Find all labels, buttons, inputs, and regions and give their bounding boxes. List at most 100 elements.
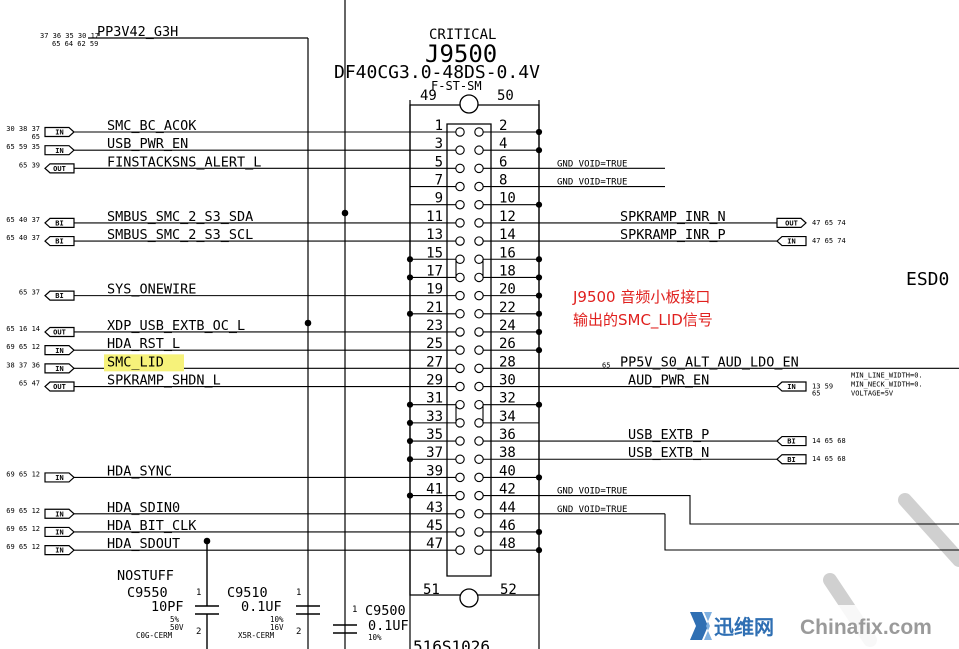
right-net-name: AUD_PWR_EN (628, 373, 709, 389)
pin-12-number: 12 (499, 209, 516, 225)
pin-35-junction (406, 437, 414, 445)
left-net-pages: 65 37 (19, 289, 40, 297)
right-net-prop: MIN_NECK_WIDTH=0. (851, 380, 923, 388)
cap-c9510-spec-1: 10% (270, 615, 284, 624)
net-3-flag-label: BI (55, 220, 63, 228)
net-13-flag-label: IN (55, 547, 63, 555)
pin-41-contact (456, 491, 464, 499)
pin-2-junction (535, 128, 543, 136)
pin-47-contact (456, 546, 464, 554)
pin-22-number: 22 (499, 300, 516, 316)
left-net-pages: 65 47 (19, 380, 40, 388)
right-net-prop: VOLTAGE=5V (851, 389, 894, 397)
mount-hole-top (460, 95, 478, 113)
mount-pin-49: 49 (420, 88, 437, 104)
pin-46-contact (475, 528, 483, 536)
pin-16-junction (535, 256, 543, 263)
pin-16-number: 16 (499, 245, 516, 261)
pin-20-junction (535, 292, 543, 299)
pin-33-contact (456, 419, 464, 427)
net-5-flag-icon (45, 291, 74, 300)
right-net-pin-44: GND_VOID=TRUE (539, 505, 959, 550)
left-net-pages: 38 37 36 (6, 361, 40, 369)
pin-40-number: 40 (499, 463, 516, 479)
left-net-pages: 69 65 12 (6, 343, 40, 351)
right-net-route (665, 514, 959, 550)
pin-48-junction (535, 547, 543, 554)
connector-part-number: DF40CG3.0-48DS-0.4V (334, 62, 540, 83)
mount-pin-51: 51 (423, 582, 440, 598)
top-power-net: 37 36 35 30 17 65 64 62 59 PP3V42_G3H (40, 24, 308, 48)
left-net-name: HDA_SDOUT (107, 536, 180, 552)
pin-25-contact (456, 346, 464, 354)
pin-38-number: 38 (499, 445, 516, 461)
junctions (203, 209, 349, 545)
right-net-pre-page: 65 (602, 361, 610, 369)
net-8-flag-label: IN (55, 365, 63, 373)
right-net-prop: MIN_LINE_WIDTH=0. (851, 371, 923, 379)
cap-c9550-pin1: 1 (196, 588, 201, 598)
pin-33-number: 33 (426, 409, 443, 425)
pin-23-contact (456, 328, 464, 336)
cap-c9500-ref: C9500 (365, 603, 406, 619)
cap-c9500-value: 0.1UF (368, 618, 409, 634)
right-net-property: GND_VOID=TRUE (557, 178, 627, 188)
pin-48-contact (475, 546, 483, 554)
pin-34-contact (475, 419, 483, 427)
pin-45-contact (456, 528, 464, 536)
left-net-pages: 65 (32, 133, 40, 141)
pin-27-number: 27 (426, 354, 443, 370)
net-highlight (104, 354, 184, 372)
net-6-flag-label: OUT (53, 329, 66, 337)
cap-c9500-pin1: 1 (352, 605, 357, 615)
right-net-pages: 14 65 68 (812, 437, 846, 445)
cap-c9550-value: 10PF (151, 599, 184, 615)
left-net-name: SYS_ONEWIRE (107, 282, 196, 298)
pin-15-contact (456, 255, 464, 263)
right-net-pin-42: GND_VOID=TRUE (539, 487, 959, 524)
watermark-site-cn: 迅维网 (714, 615, 774, 639)
part-number-partial: 516S1026 (413, 637, 490, 649)
pin-23-number: 23 (426, 318, 443, 334)
pin-26-junction (535, 347, 543, 354)
pin-24-junction (535, 328, 543, 336)
pin-37-contact (456, 455, 464, 463)
pin-24-number: 24 (499, 318, 516, 334)
pin-3-number: 3 (435, 136, 443, 152)
pin-36-contact (475, 437, 483, 445)
net-4-flag-icon (45, 237, 74, 246)
left-net-name: HDA_BIT_CLK (107, 518, 197, 534)
pin-33-junction (406, 419, 414, 426)
pin-44-number: 44 (499, 500, 516, 516)
connector-refdes: J9500 (425, 40, 497, 68)
left-net-name: SMC_LID (107, 354, 164, 370)
left-net-sys-onewire: BI 65 37 SYS_ONEWIRE (19, 282, 410, 301)
cap-c9550-spec-1: 5% (170, 615, 180, 624)
pin-12-contact (475, 219, 483, 227)
connector-title: CRITICAL J9500 DF40CG3.0-48DS-0.4V F-ST-… (334, 27, 540, 598)
net-13-flag-icon (45, 546, 74, 555)
pin-19-contact (456, 291, 464, 299)
pin-46-junction (535, 528, 543, 536)
net-5-flag-label: BI (55, 292, 63, 300)
pin-8-number: 8 (499, 173, 507, 189)
connector-variant: F-ST-SM (431, 79, 482, 93)
pin-41-number: 41 (426, 482, 443, 498)
right-net-name: SPKRAMP_INR_P (620, 227, 726, 243)
watermark: 迅维网 Chinafix.com (683, 605, 959, 649)
net-0-flag-icon (45, 128, 74, 137)
right-net-pages: 47 65 74 (812, 237, 846, 245)
pin-35-contact (456, 437, 464, 445)
pin-31-junction (406, 401, 414, 408)
net-7-flag-icon (45, 346, 74, 355)
pin-39-number: 39 (426, 463, 443, 479)
pin-10-number: 10 (499, 191, 516, 207)
